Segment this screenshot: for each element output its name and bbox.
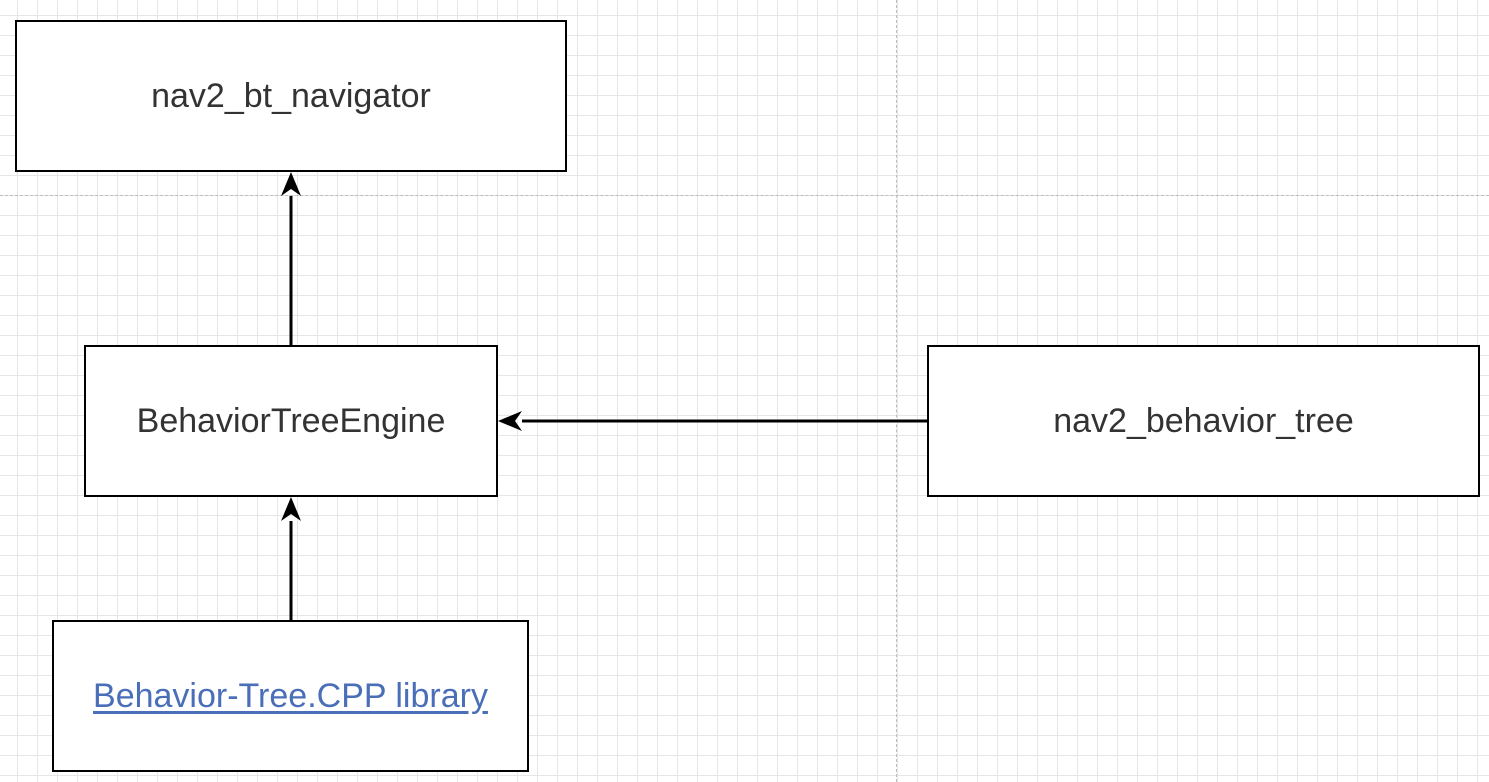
- node-label: nav2_bt_navigator: [151, 76, 431, 115]
- node-nav2-behavior-tree[interactable]: nav2_behavior_tree: [927, 345, 1480, 497]
- edge-engine-to-navigator[interactable]: [281, 172, 301, 345]
- library-link[interactable]: Behavior-Tree.CPP library: [93, 676, 488, 715]
- node-label: nav2_behavior_tree: [1053, 401, 1354, 440]
- node-behavior-tree-engine[interactable]: BehaviorTreeEngine: [84, 345, 498, 497]
- arrowhead-icon: [281, 497, 301, 521]
- arrowhead-icon: [281, 172, 301, 196]
- node-behavior-tree-cpp-library[interactable]: Behavior-Tree.CPP library: [52, 620, 529, 772]
- page-break-vertical: [896, 0, 897, 782]
- node-nav2-bt-navigator[interactable]: nav2_bt_navigator: [15, 20, 567, 172]
- arrowhead-icon: [498, 411, 522, 431]
- node-label: BehaviorTreeEngine: [136, 401, 446, 440]
- edge-library-to-engine[interactable]: [281, 497, 301, 620]
- page-break-horizontal: [0, 195, 1489, 196]
- edge-tree-to-engine[interactable]: [498, 411, 927, 431]
